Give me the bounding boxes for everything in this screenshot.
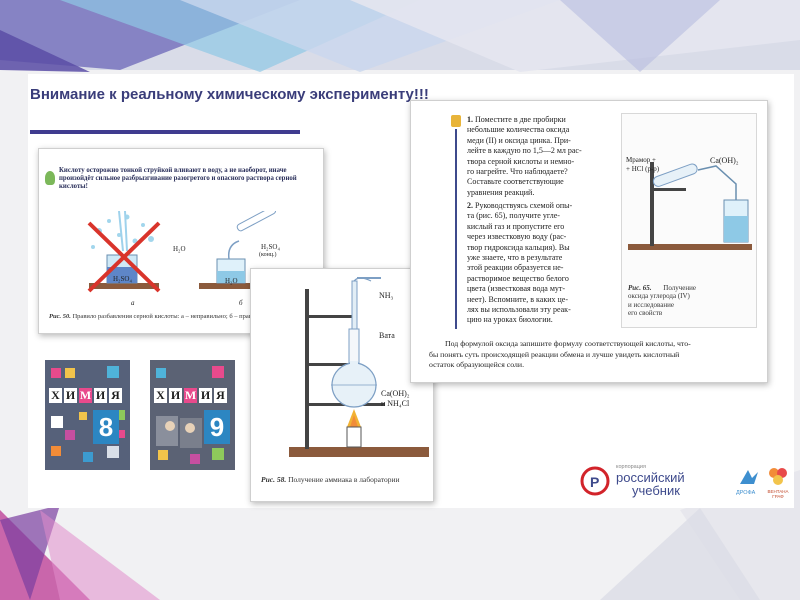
caption-text: Правило разбавления серной кислоты: а – … [72,313,269,320]
label-caoh2: Ca(OH)₂ [710,156,739,165]
co2-apparatus-illustration [628,162,752,250]
task-1-number: 1. [467,115,473,124]
task-2-number: 2. [467,201,473,210]
figure-65-panel: Мрамор + + HCl (р-р) Ca(OH)₂ Рис. 65. По… [621,113,757,328]
corp-logo: P корпорация российский учебник [580,464,730,500]
tasks-card: 1. Поместите в две пробирки небольшие ко… [410,100,768,383]
label-vata: Вата [379,331,395,340]
task-2: 2. Руководствуясь схемой опы- та (рис. 6… [467,201,573,325]
task-margin-line [455,129,457,329]
title-underline [30,130,300,134]
ammonia-apparatus-illustration [289,277,429,457]
corp-name-line-2: учебник [632,483,680,498]
cover-grade-number: 8 [93,410,119,444]
textbook-cover-8: Х И М И Я 8 [45,360,130,470]
corp-logo-mark: P [580,466,610,496]
label-marble-line-1: Мрамор + [626,156,656,164]
co2-figure-caption: Рис. 65. Получение оксида углерода (IV) … [628,284,696,318]
ventana-label: ВЕНТАНА ГРАФ [767,489,789,499]
textbook-cover-9: Х И М И Я 9 [150,360,235,470]
drofa-label: ДРОФА [736,490,756,496]
caption-number: Рис. 58. [261,475,287,484]
cover-grade-number: 9 [204,410,230,444]
task-1: 1. Поместите в две пробирки небольшие ко… [467,115,582,197]
cover-title: Х И М И Я [49,388,122,403]
label-h2so4-left: H₂SO₄ [113,275,132,283]
label-marble-line-2: + HCl (р-р) [626,165,660,173]
bottom-paragraph: Под формулой оксида запишите формулу соо… [429,339,691,370]
caption-number: Рис. 50. [49,313,71,320]
label-h2so4-right-sub: (конц.) [259,252,277,258]
drofa-logo-mark [740,470,758,484]
drofa-logo: ДРОФА [736,468,762,500]
slide-title: Внимание к реальному химическому экспери… [30,86,429,103]
label-nh3: NH₃ [379,291,394,300]
ammonia-card: NH₃ Вата Ca(OH)₂ и NH₄Cl Рис. 58. Получе… [250,268,434,502]
corp-label-small: корпорация [616,464,646,470]
sub-label-a: а [131,299,135,307]
ammonia-figure-caption: Рис. 58. Получение аммиака в лаборатории [261,475,431,484]
flask-icon [451,115,461,127]
acid-figure-caption: Рис. 50. Правило разбавления серной кисл… [49,313,323,321]
label-h2o-right: H₂O [225,277,238,285]
ventana-logo-mark [769,468,787,485]
caption-text: Получение аммиака в лаборатории [288,475,400,484]
acid-instruction-text: Кислоту осторожно тонкой струйкой вливаю… [59,167,297,190]
cover-title: Х И М И Я [154,388,227,403]
warning-icon [45,171,55,185]
ventana-logo: ВЕНТАНА ГРАФ [764,466,792,502]
acid-dilution-illustration [87,211,276,293]
caption-number: Рис. 65. [628,284,652,292]
label-reagent-nh4cl: и NH₄Cl [381,399,410,408]
label-h2o-left: H₂O [173,245,186,253]
label-reagent-caoh: Ca(OH)₂ [381,389,410,398]
sub-label-b: б [239,299,243,307]
label-h2so4-right: H₂SO₄ [261,243,280,251]
corp-name-line-1: российский [616,470,685,485]
svg-text:P: P [590,474,599,490]
